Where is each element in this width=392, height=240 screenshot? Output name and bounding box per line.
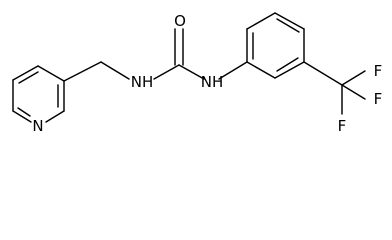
benzene-bond	[274, 12, 305, 30]
carbonyl-to-nh-bond	[178, 64, 205, 80]
cf3-to-fluorine-bond	[341, 70, 366, 86]
nh-to-phenyl-bond	[218, 61, 248, 80]
pyridine-inner-double-bond	[17, 107, 31, 117]
atom-label-pyridine-n: N	[32, 117, 43, 135]
benzene-bond	[246, 12, 276, 30]
benzene-inner-double-bond	[276, 57, 299, 72]
atom-label-urea-nh-left: NH	[131, 73, 154, 91]
atom-label-fluorine-right: F	[374, 90, 383, 108]
methylene-to-nh-bond	[100, 61, 130, 80]
pyridine-inner-double-bond	[18, 71, 39, 84]
phenyl-to-cf3-bond	[303, 61, 343, 86]
cf3-to-fluorine-bond	[341, 84, 366, 100]
atom-label-carbonyl-oxygen: O	[174, 12, 186, 30]
benzene-ring	[246, 12, 305, 79]
benzene-bond	[274, 61, 305, 79]
atom-label-fluorine-top: F	[374, 62, 383, 80]
benzene-inner-double-bond	[276, 18, 300, 33]
chemical-structure-diagram: N NH O NH F F F	[12, 12, 383, 135]
pyridine-bond	[12, 110, 32, 123]
benzene-bond	[246, 61, 276, 79]
pyridine-ring	[12, 65, 65, 123]
pyridine-bond	[12, 65, 39, 81]
atom-label-fluorine-bottom: F	[338, 117, 347, 135]
pyridine-bond	[37, 65, 65, 82]
atom-label-urea-nh-right: NH	[201, 73, 224, 91]
ring-to-methylene-bond	[63, 61, 102, 82]
pyridine-bond	[45, 110, 65, 123]
nh-to-carbonyl-bond	[153, 64, 180, 80]
